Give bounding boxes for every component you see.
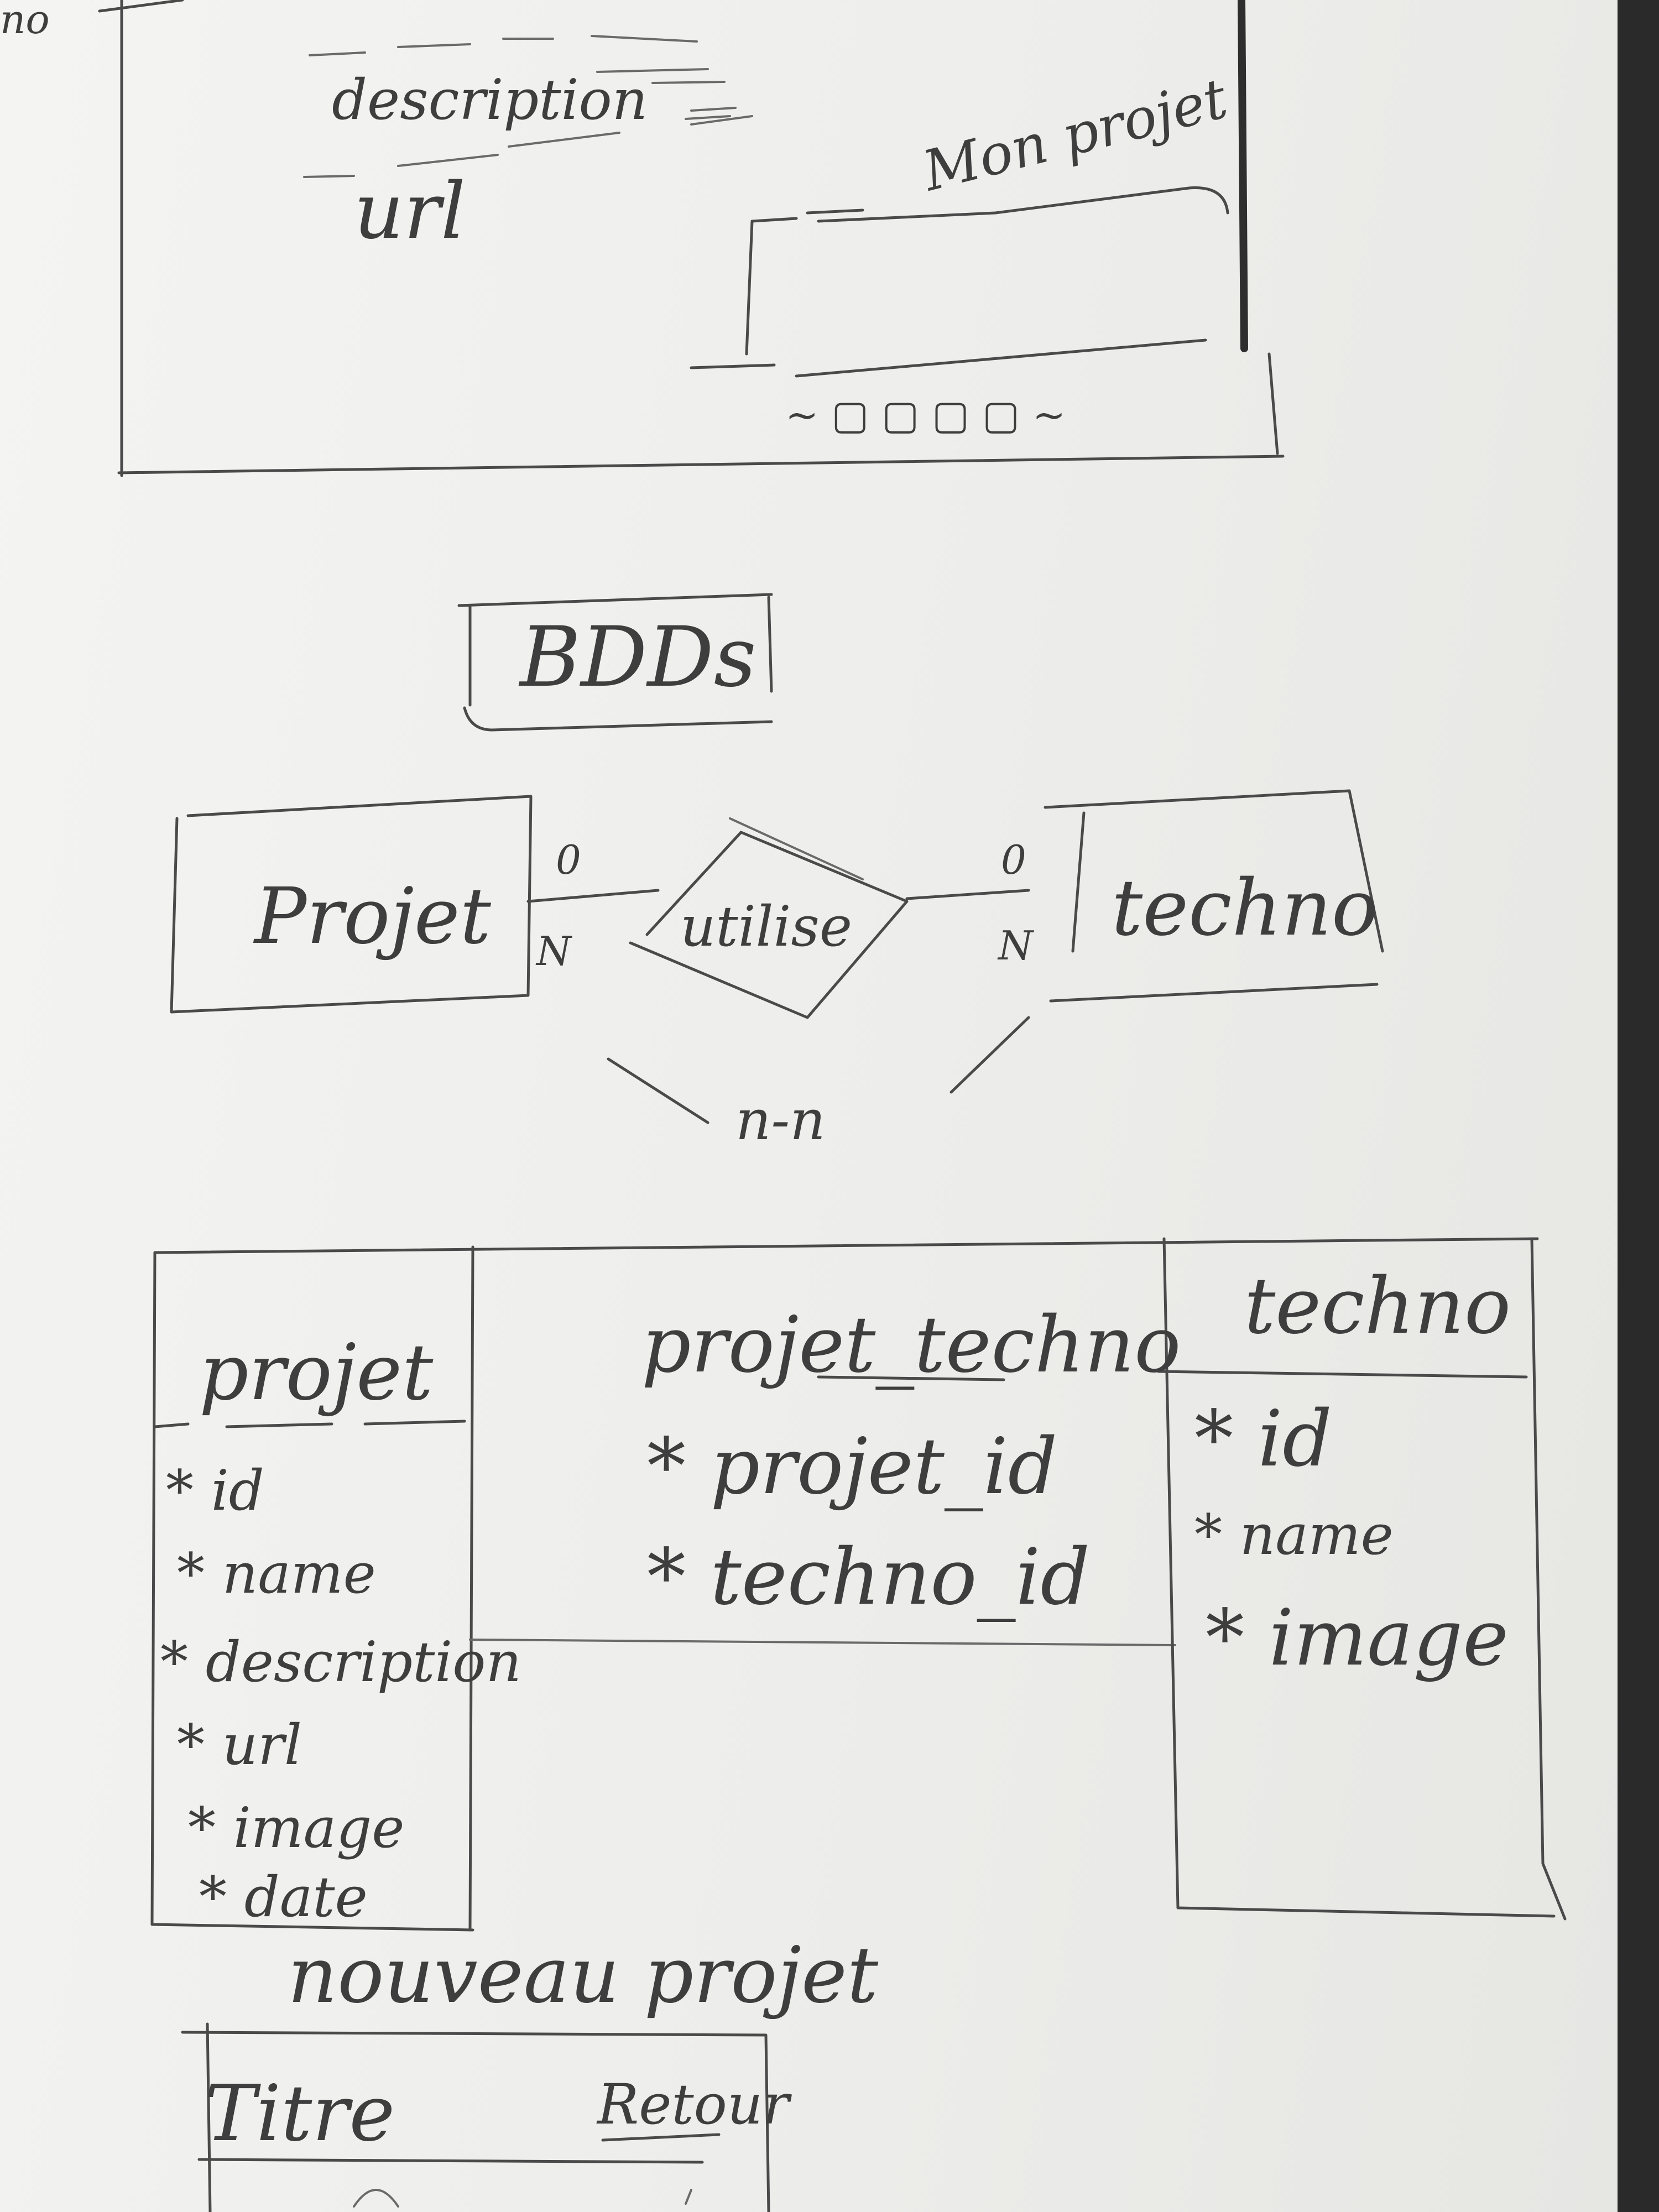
table-projet-field: * name — [177, 1541, 376, 1606]
table-techno-frame-left — [1162, 1237, 1556, 1918]
card-left-top: 0 — [556, 837, 581, 883]
new-project-cutoff-scribble — [353, 2189, 692, 2208]
new-project-back-underline — [601, 2133, 721, 2142]
table-projet-techno-field: * techno_id — [647, 1532, 1090, 1623]
entity-techno-label: techno — [1112, 863, 1378, 953]
card-title: Mon projet — [916, 66, 1234, 204]
mld-tables: projet * id * name * description * url *… — [150, 1237, 1567, 1932]
card-right-bottom: N — [997, 922, 1035, 969]
nn-brace-right — [950, 1016, 1030, 1094]
mcd-diagram: BDDs Projet 0 N utilise 0 N techno n-n — [170, 593, 1384, 1152]
table-projet-techno-name: projet_techno — [641, 1300, 1181, 1390]
table-projet-techno-field: * projet_id — [647, 1422, 1057, 1512]
link-projet-utilise — [526, 889, 660, 903]
table-projet-field: * date — [199, 1865, 368, 1929]
card-top-edge — [750, 186, 1229, 223]
new-project-heading: nouveau projet — [288, 1931, 879, 2021]
table-techno-name: techno — [1244, 1261, 1511, 1352]
corner-label: no — [0, 0, 50, 43]
scribble-line-1 — [309, 35, 698, 56]
link-utilise-techno — [905, 889, 1030, 900]
relation-utilise-label: utilise — [680, 894, 852, 959]
new-project-mockup: nouveau projet Titre Retour — [181, 1931, 879, 2212]
table-projet-field: * url — [177, 1713, 302, 1777]
table-projet-header-divider — [153, 1420, 466, 1428]
bdds-title: BDDs — [518, 609, 757, 706]
new-project-frame-left — [206, 2022, 212, 2212]
entity-projet-label: Projet — [253, 872, 492, 962]
scribble-line-4 — [303, 115, 753, 178]
scribble-line-3 — [685, 107, 737, 120]
relation-utilise-diamond — [629, 831, 909, 1019]
new-project-back-link[interactable]: Retour — [596, 2072, 792, 2137]
table-techno-field: * id — [1194, 1394, 1332, 1484]
top-page-mockup: no description url Mon projet ~ ▢ ▢ ▢ ▢ … — [0, 0, 1285, 477]
corner-stroke — [98, 0, 184, 13]
sketch-canvas: no description url Mon projet ~ ▢ ▢ ▢ ▢ … — [0, 0, 1567, 2212]
table-projet-name: projet — [199, 1328, 434, 1418]
table-projet-field: * description — [160, 1630, 521, 1694]
table-projet-frame-right — [468, 1245, 474, 1932]
card-left-bottom: N — [535, 928, 573, 974]
scribble-line-2 — [596, 68, 726, 84]
entity-projet-box — [170, 795, 533, 1014]
table-projet-field: * id — [166, 1458, 264, 1523]
table-techno-field: * name — [1194, 1503, 1394, 1567]
card-pager-dots: ~ ▢ ▢ ▢ ▢ ~ — [785, 392, 1066, 438]
card-left-edge — [745, 220, 754, 356]
table-projet-techno-bottom — [469, 1639, 1176, 1646]
table-techno-field: * image — [1206, 1593, 1509, 1683]
table-techno-header-divider — [1157, 1370, 1528, 1379]
new-project-title-label: Titre — [205, 2069, 395, 2159]
table-techno-frame-right — [1530, 1237, 1567, 1921]
table-projet-techno-underline — [817, 1375, 1005, 1381]
field-description: description — [332, 67, 648, 132]
new-project-title-divider — [197, 2158, 704, 2164]
table-projet-field: * image — [188, 1796, 404, 1860]
card-bottom-edge — [690, 338, 1207, 378]
relation-type-label: n-n — [735, 1088, 826, 1152]
entity-techno-box — [1044, 789, 1384, 1003]
table-projet-frame-left — [150, 1251, 474, 1932]
nn-brace-left — [607, 1057, 709, 1124]
mockup-bottom-border — [117, 455, 1285, 474]
card-right-top: 0 — [1001, 837, 1026, 883]
new-project-frame-top — [181, 2031, 770, 2212]
tables-top-line — [153, 1237, 1539, 1254]
mockup-right-corner — [1267, 352, 1279, 455]
relation-diamond-overline — [729, 817, 864, 880]
field-url: url — [354, 166, 466, 257]
mockup-right-border — [1238, 0, 1248, 352]
bdds-title-box — [457, 593, 773, 732]
paper-sheet: no description url Mon projet ~ ▢ ▢ ▢ ▢ … — [0, 0, 1618, 2212]
